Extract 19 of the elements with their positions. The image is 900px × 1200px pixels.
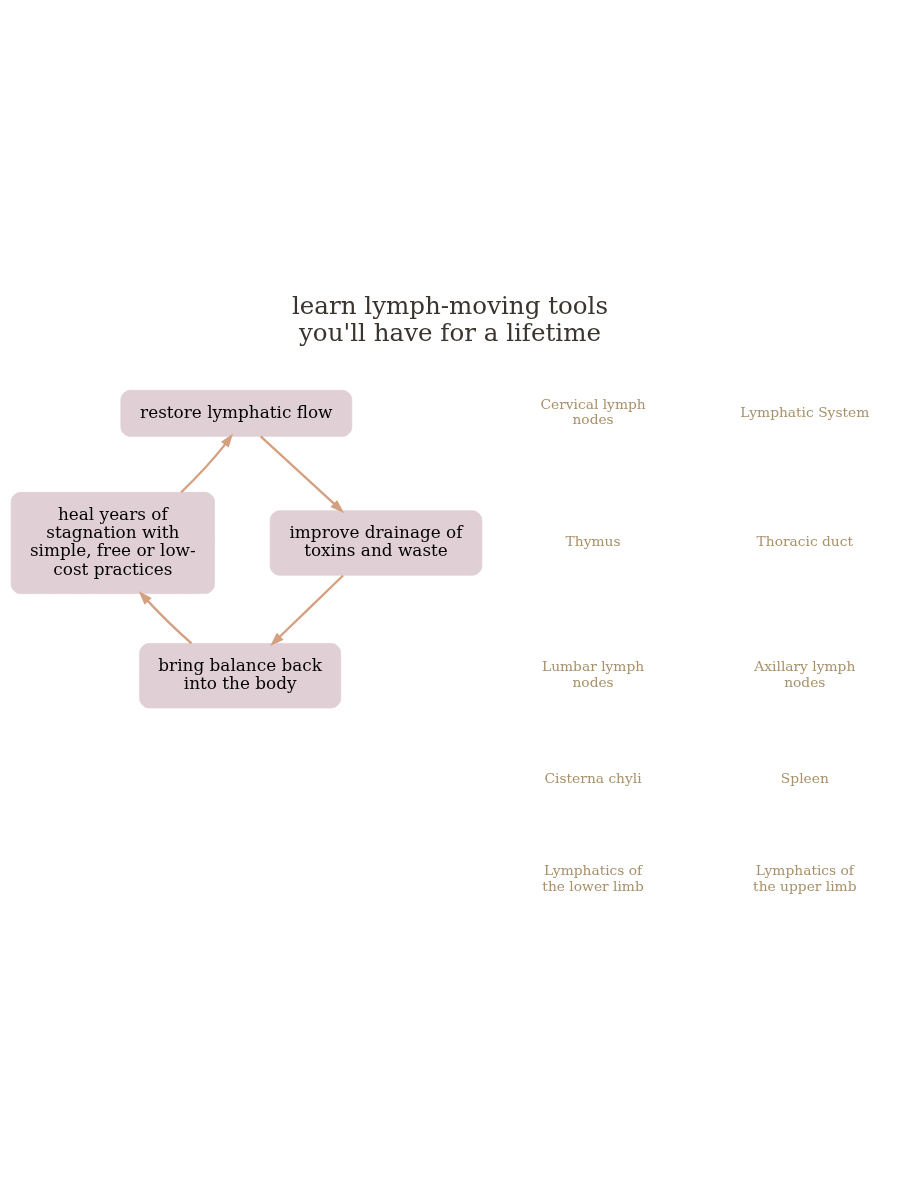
node-box: restore lymphatic flow	[120, 389, 353, 437]
label: Cervical lymph nodes	[540, 396, 646, 428]
arrow	[180, 433, 234, 494]
arrow	[138, 591, 193, 645]
label: Lymphatics of the upper limb	[753, 862, 857, 894]
label: Axillary lymph nodes	[754, 658, 856, 690]
arrow	[259, 435, 345, 513]
label: Thoracic duct	[756, 533, 854, 550]
arrow	[270, 574, 344, 646]
label: Spleen	[780, 769, 829, 786]
node-box: improve drainage of toxins and waste	[269, 510, 483, 576]
label: Lymphatic System	[740, 403, 870, 420]
diagram-title: learn lymph-moving tools you'll have for a lifetime	[291, 290, 609, 347]
label: Thymus	[565, 533, 621, 550]
label: Cisterna chyli	[544, 769, 642, 786]
node-box: heal years of stagnation with simple, free or low-cost practices	[10, 491, 215, 594]
node-box: bring balance back into the body	[139, 643, 342, 709]
label: Lymphatics of the lower limb	[542, 862, 644, 894]
label: Lumbar lymph nodes	[541, 658, 645, 690]
